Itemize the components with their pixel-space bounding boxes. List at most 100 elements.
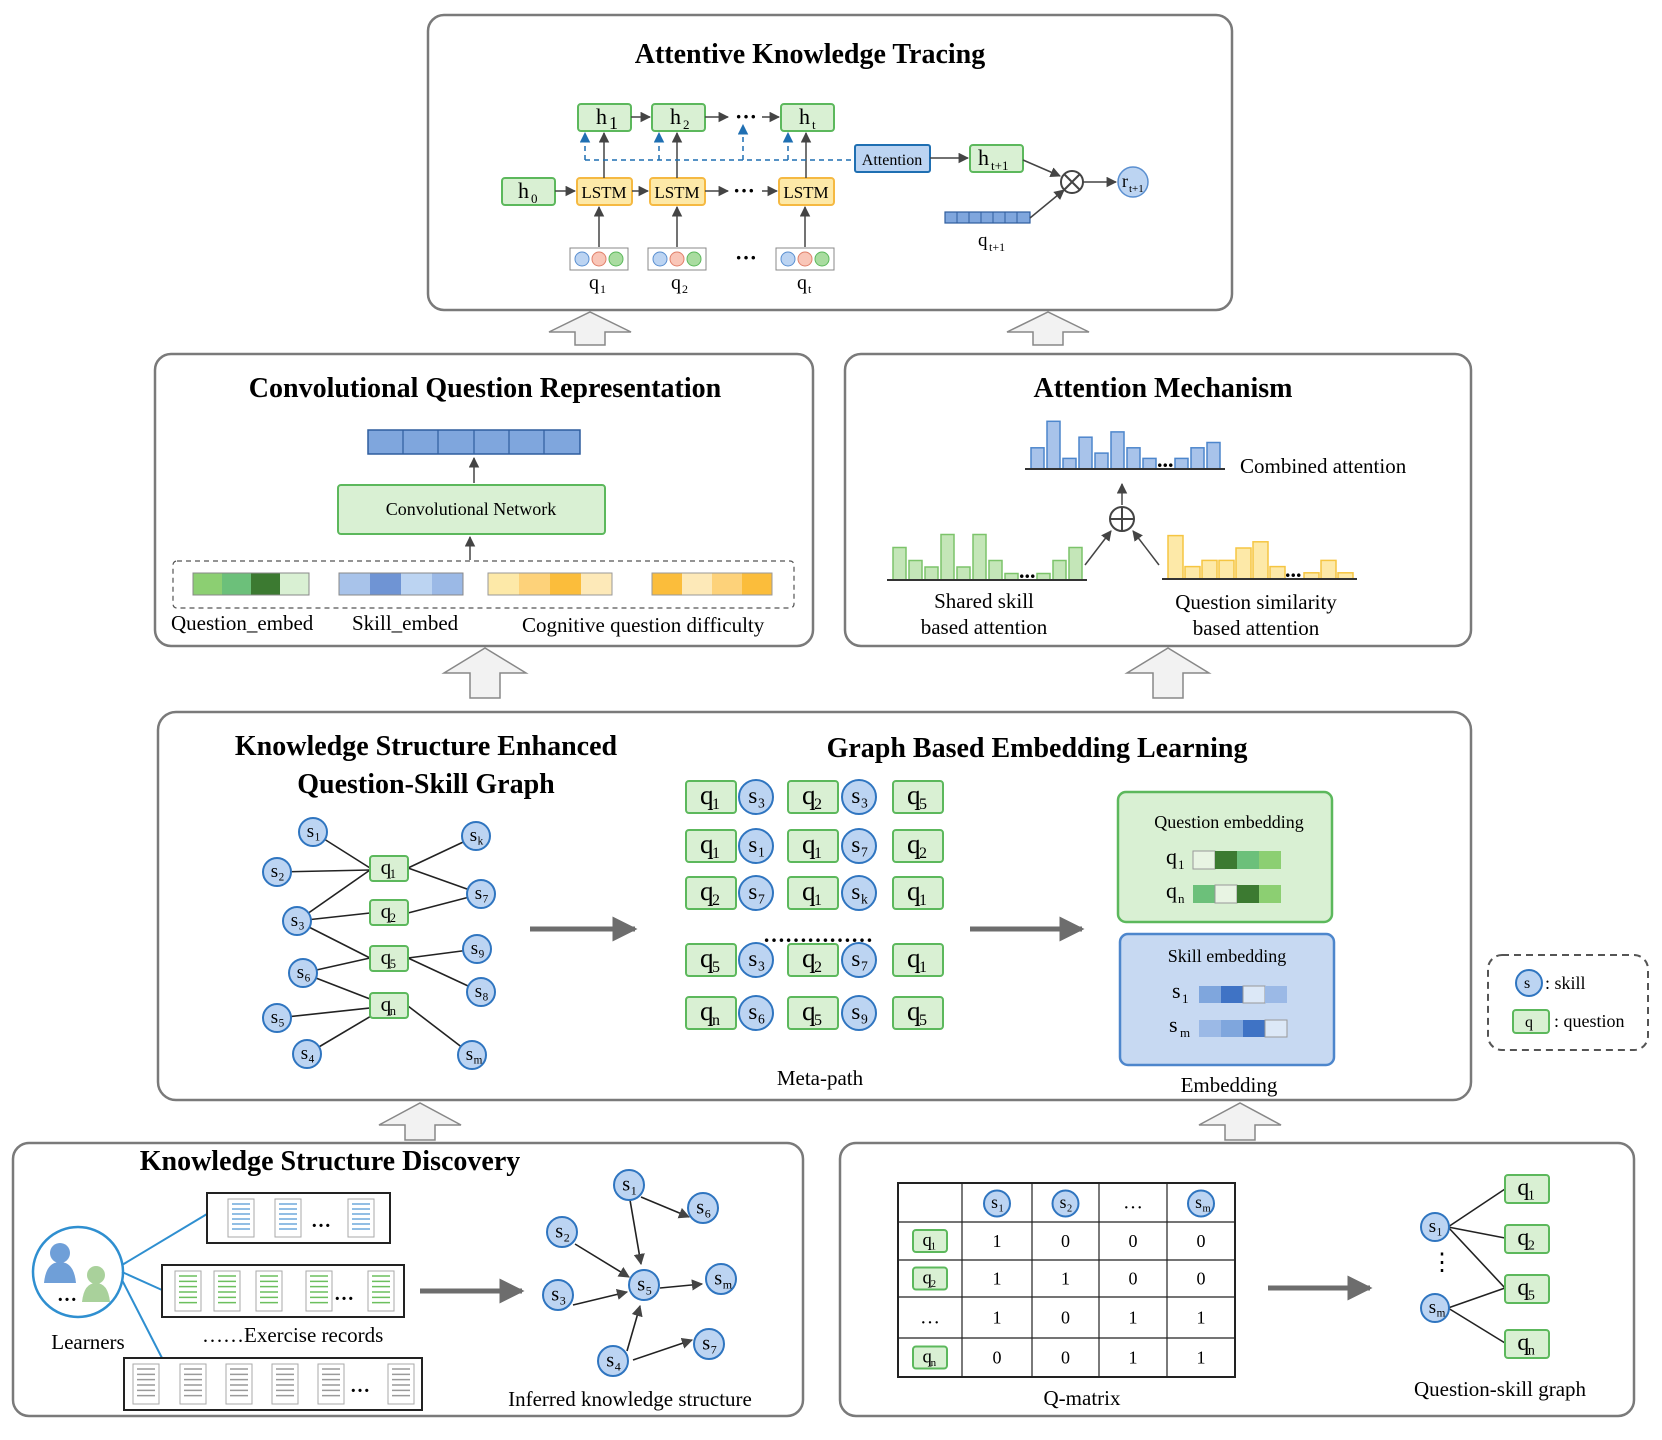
svg-text:n: n <box>1528 1344 1535 1359</box>
flow-arrow-attn-to-akt <box>1006 311 1090 346</box>
attention-bar <box>1206 441 1221 470</box>
svg-text:1: 1 <box>1437 1227 1443 1239</box>
svg-text:5: 5 <box>1528 1289 1535 1304</box>
svg-text:s: s <box>297 962 304 983</box>
qs-small-question-node: q2 <box>1504 1224 1550 1254</box>
svg-text:q: q <box>797 272 807 294</box>
svg-text:1: 1 <box>1182 991 1189 1006</box>
svg-text:n: n <box>1178 891 1185 906</box>
document-icon <box>305 1270 333 1312</box>
svg-text:2: 2 <box>683 117 690 132</box>
legend-question-icon <box>1512 1009 1550 1034</box>
svg-text:s: s <box>851 946 860 971</box>
svg-text:5: 5 <box>279 1018 285 1030</box>
q-input-2: q 2 <box>647 247 707 296</box>
svg-text:1: 1 <box>814 845 822 862</box>
q-input-1: q 1 <box>569 247 629 296</box>
svg-text:2: 2 <box>390 911 396 925</box>
svg-text:s: s <box>748 946 757 971</box>
flow-arrow-graph-to-cqr <box>441 647 529 699</box>
svg-text:s: s <box>1429 1216 1436 1237</box>
attention-bar <box>1094 452 1109 470</box>
svg-text:h: h <box>518 178 529 203</box>
svg-text:3: 3 <box>861 796 868 811</box>
svg-text:r: r <box>1122 171 1128 191</box>
q-input-ellipsis: ··· <box>735 245 757 270</box>
svg-text:m: m <box>1203 1204 1211 1215</box>
difficulty-label: Cognitive question difficulty <box>522 613 765 637</box>
metapath-question-node: q1 <box>685 829 737 863</box>
svg-text:s: s <box>1429 1297 1436 1318</box>
svg-text:s: s <box>475 883 482 904</box>
qmatrix-cell: 1 <box>993 1308 1002 1328</box>
svg-text:q: q <box>589 272 599 294</box>
svg-text:s: s <box>1169 1012 1178 1037</box>
convolutional-network-box: Convolutional Network <box>337 484 606 535</box>
metapath-question-node: q2 <box>892 829 944 863</box>
svg-text:1: 1 <box>999 1204 1004 1215</box>
metapath-question-node: q5 <box>685 943 737 977</box>
svg-text:q: q <box>700 876 714 906</box>
svg-text:s: s <box>307 821 314 842</box>
qmatrix-row-header: … <box>920 1307 940 1329</box>
svg-text:3: 3 <box>758 959 765 974</box>
attention-bar <box>1184 565 1201 580</box>
lstm-cell-t: LSTM <box>778 177 835 206</box>
svg-text:k: k <box>478 836 484 848</box>
document-icon <box>179 1363 207 1405</box>
qmatrix-col-header: … <box>1123 1192 1143 1214</box>
attention-bar <box>972 533 987 581</box>
attention-bar <box>1110 431 1125 470</box>
svg-text:q: q <box>381 899 392 923</box>
svg-text:1: 1 <box>712 845 720 862</box>
lstm-ellipsis: ··· <box>733 178 755 203</box>
skill-embed-vector <box>338 572 464 596</box>
svg-text:LSTM: LSTM <box>783 183 828 202</box>
metapath-question-node: q5 <box>892 780 944 814</box>
svg-text:t+1: t+1 <box>1129 183 1144 195</box>
attention-bar <box>1078 436 1093 470</box>
exercise-record-row <box>123 1357 423 1411</box>
svg-text:5: 5 <box>814 1012 822 1029</box>
graph-right-title: Graph Based Embedding Learning <box>827 733 1248 764</box>
attention-bar <box>1190 447 1205 470</box>
exercise-record-row <box>206 1192 391 1244</box>
svg-text:q: q <box>700 996 714 1026</box>
qmatrix-row-header: qn <box>912 1345 948 1370</box>
records-ellipsis: … <box>334 1283 354 1305</box>
attention-bar <box>940 533 955 581</box>
svg-text:q: q <box>923 1267 932 1288</box>
attention-bar <box>1235 547 1252 580</box>
metapath-dots: …………… <box>763 922 873 947</box>
svg-text:q: q <box>802 996 816 1026</box>
svg-text:q: q <box>907 996 921 1026</box>
qs-small-question-node: q1 <box>1504 1174 1550 1204</box>
svg-text:q: q <box>1525 1014 1533 1031</box>
graph-left-title-1: Knowledge Structure Enhanced <box>235 731 618 762</box>
attention-bar <box>908 559 923 581</box>
svg-text:m: m <box>1437 1308 1446 1320</box>
svg-text:7: 7 <box>758 892 765 907</box>
metapath-question-node: qn <box>685 996 737 1030</box>
attention-bar <box>1320 559 1337 580</box>
svg-text:q: q <box>907 829 921 859</box>
document-icon <box>367 1270 395 1312</box>
attention-bar <box>1052 559 1067 581</box>
svg-text:LSTM: LSTM <box>654 183 699 202</box>
legend-skill-icon <box>1515 969 1543 997</box>
svg-text:Attention: Attention <box>862 152 922 169</box>
svg-text:q: q <box>381 992 392 1016</box>
qmatrix-row-header: q2 <box>912 1266 948 1291</box>
svg-text:LSTM: LSTM <box>581 183 626 202</box>
metapath-question-node: q2 <box>685 876 737 910</box>
q-next-sub: t+1 <box>989 240 1005 254</box>
